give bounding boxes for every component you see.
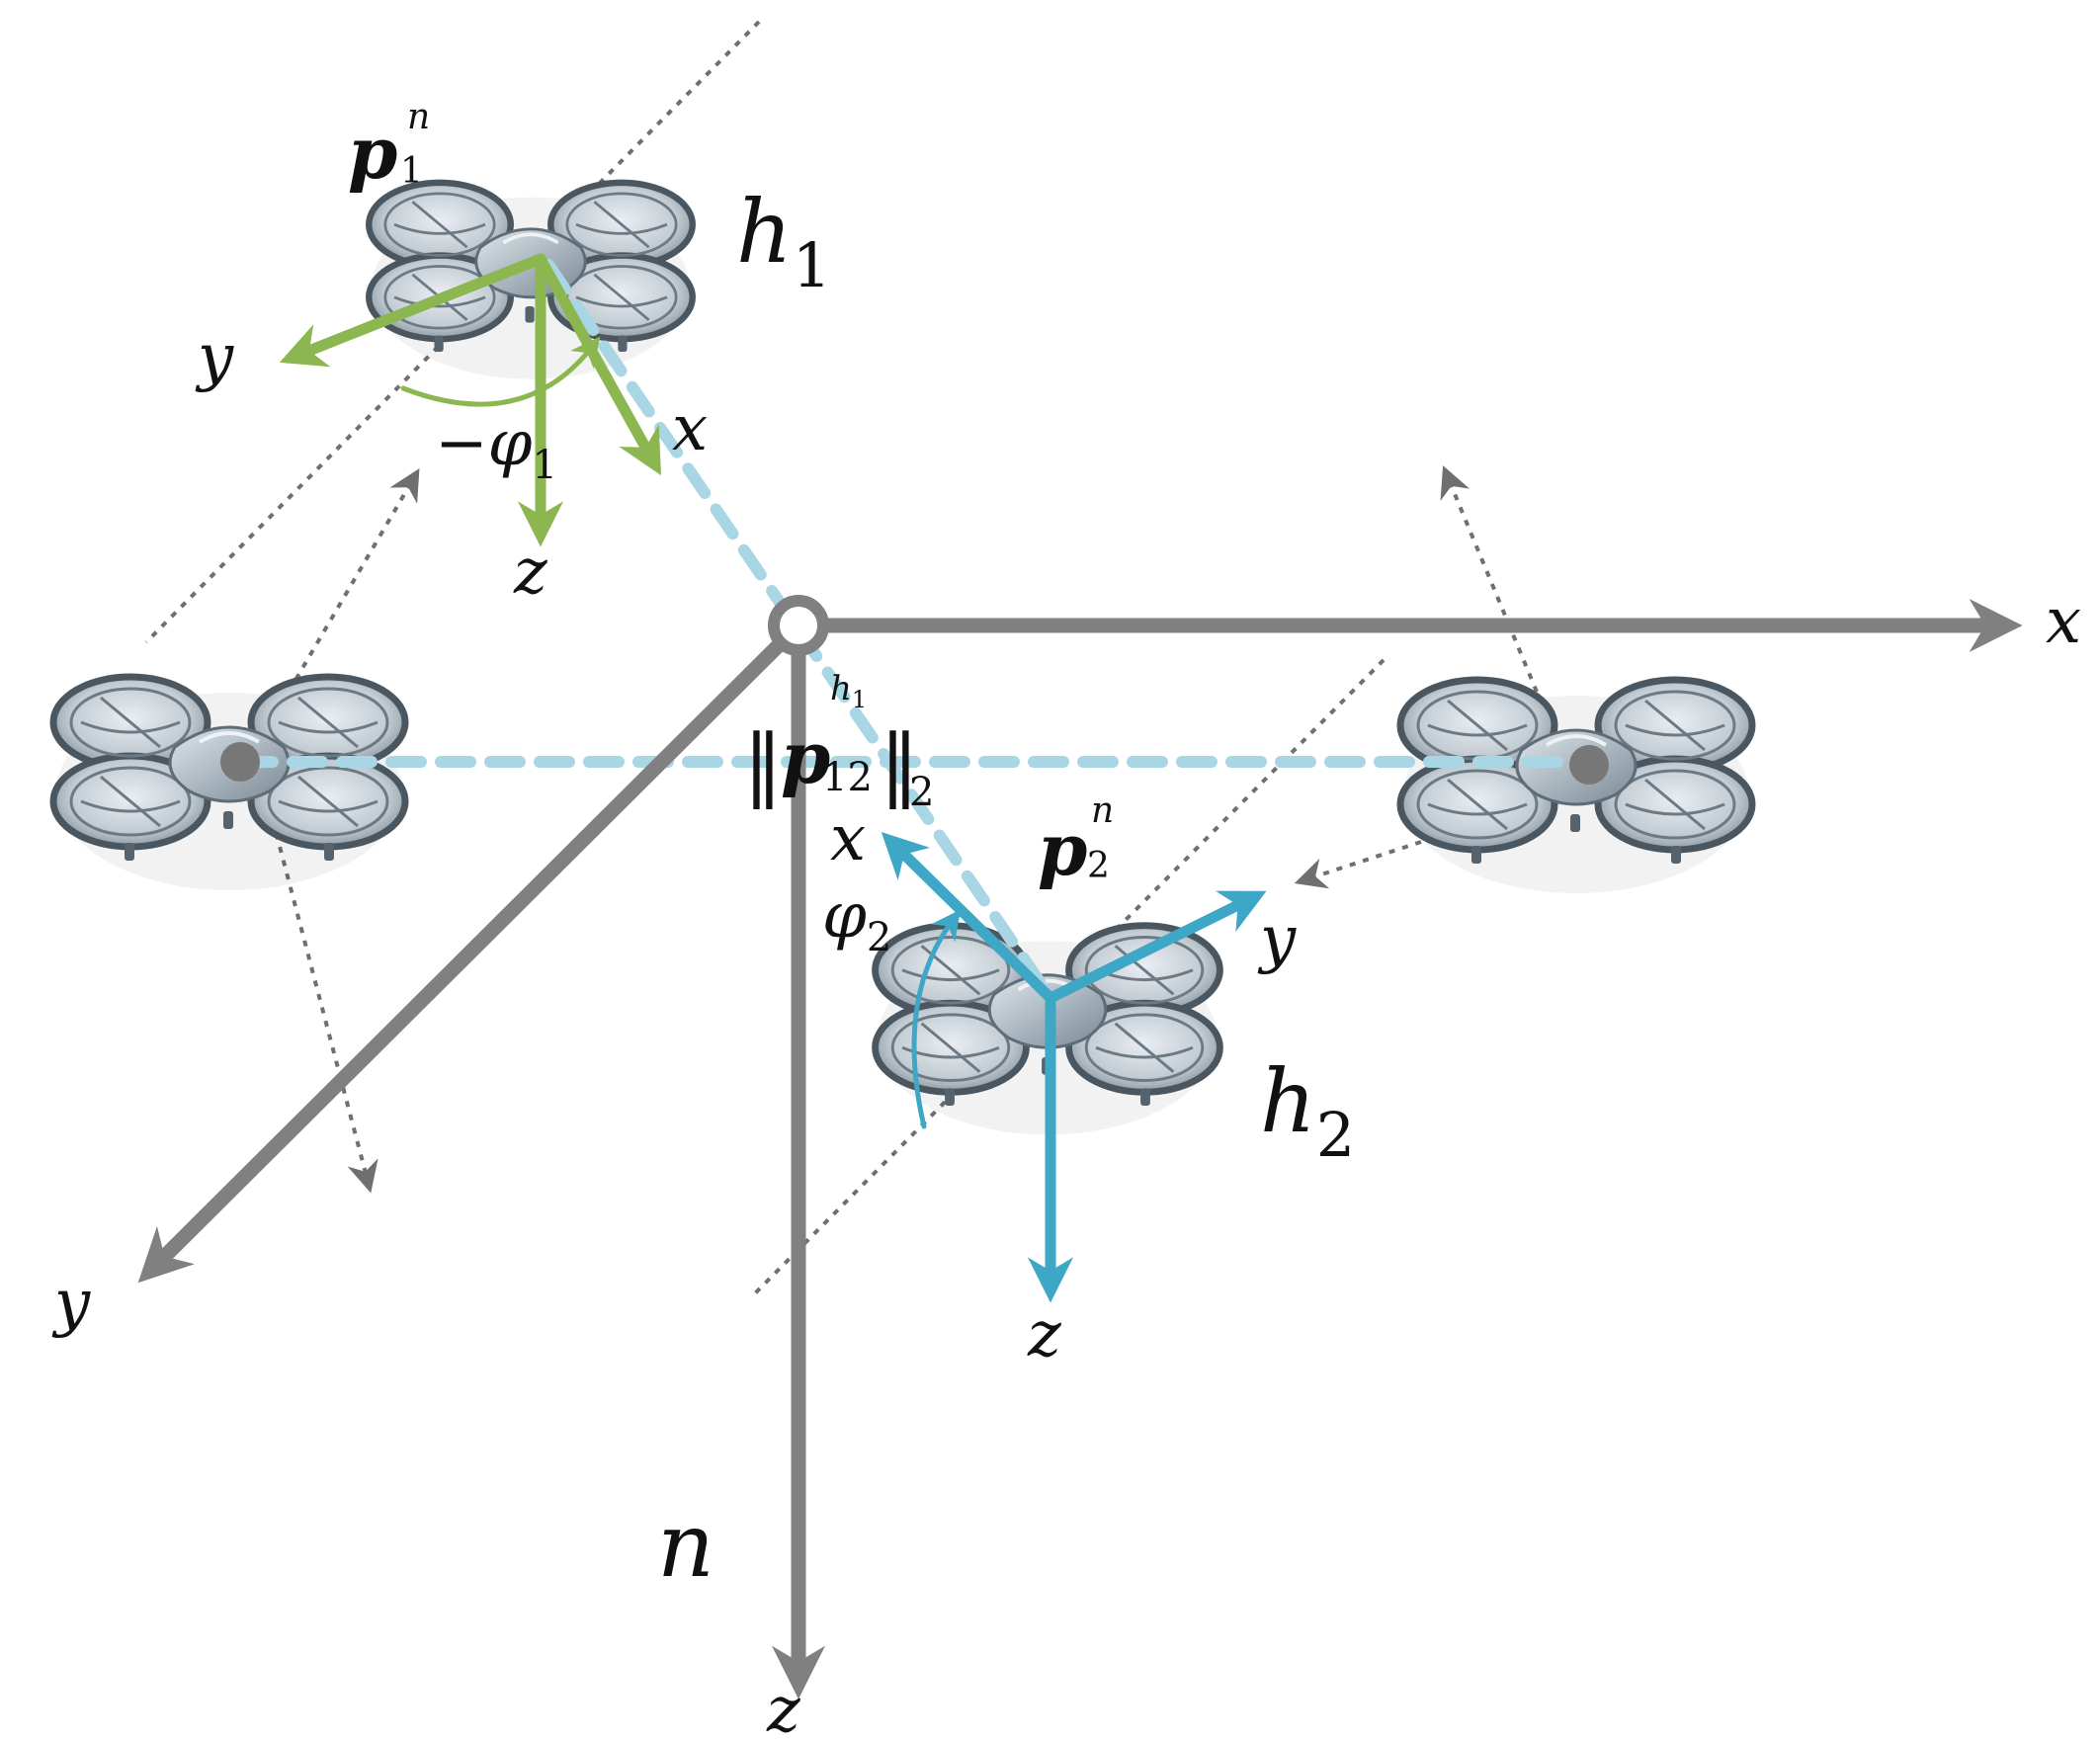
drone-center-dot [1569,745,1609,785]
motion-arrows [245,465,1539,1194]
quadcopter-icon [369,183,693,379]
distance-norm: 2 [909,770,934,815]
drone1-p-label: p [348,111,397,195]
motion-arrow-right-left [1294,840,1422,889]
drone1-x-label: x [672,392,708,465]
drone2-z-label: z [1027,1298,1062,1371]
guide-line-lower [749,658,1386,1299]
drone1-z-label: z [513,536,548,609]
drone1-y-axis [279,253,546,368]
distance-sup: h1 [830,669,867,713]
drone2-labels: h2 p n 2 x y z φ2 [822,790,1355,1371]
frame-origin [768,595,829,656]
navigation-frame [137,599,2023,1700]
drone2-body-axes [881,832,1267,1303]
drone1-body-axes [279,253,661,547]
drone2-y-label: y [1257,903,1297,976]
distance-p: p [781,715,830,799]
drone2-yaw-arc [911,909,962,1129]
drone1-y-label: y [195,321,234,394]
drone1-yaw-arc [400,336,601,407]
drone1-h-label: h1 [736,181,831,301]
drone2-p-label: p [1038,807,1087,891]
drone2-p-sub: 2 [1087,846,1110,886]
drone-center-dot [220,742,260,782]
drone1-labels: h1 p n 1 y x z −φ1 [195,97,831,609]
drone1-yaw-label: −φ1 [435,407,557,488]
quadcopter-icon [53,677,405,890]
drone1-p-sup: n [407,97,430,137]
frame-y-axis [137,618,806,1284]
drone2-x-label: x [830,802,866,875]
motion-arrow-right-up [1440,465,1539,693]
drone2-h-label: h2 [1260,1050,1355,1171]
drone2-yaw-label: φ2 [822,879,891,960]
distance-close-bar: ‖ [880,717,919,809]
drone2-p-sup: n [1091,790,1114,831]
drone2-x-axis [881,832,1056,1004]
distance-sub: 12 [822,755,873,800]
drone1-p-sub: 1 [400,151,423,192]
frame-x-label: x [2046,585,2081,658]
distance-open-bar: ‖ [743,717,783,809]
quadcopter-icon [1400,680,1752,893]
drone2-y-axis [1045,890,1267,1004]
frame-n-label: n [657,1494,714,1598]
guide-lines [144,20,1386,1299]
frame-z-label: z [766,1674,801,1744]
distance-label: ‖ p h1 12 ‖ 2 [743,669,934,815]
frame-y-label: y [51,1267,91,1340]
